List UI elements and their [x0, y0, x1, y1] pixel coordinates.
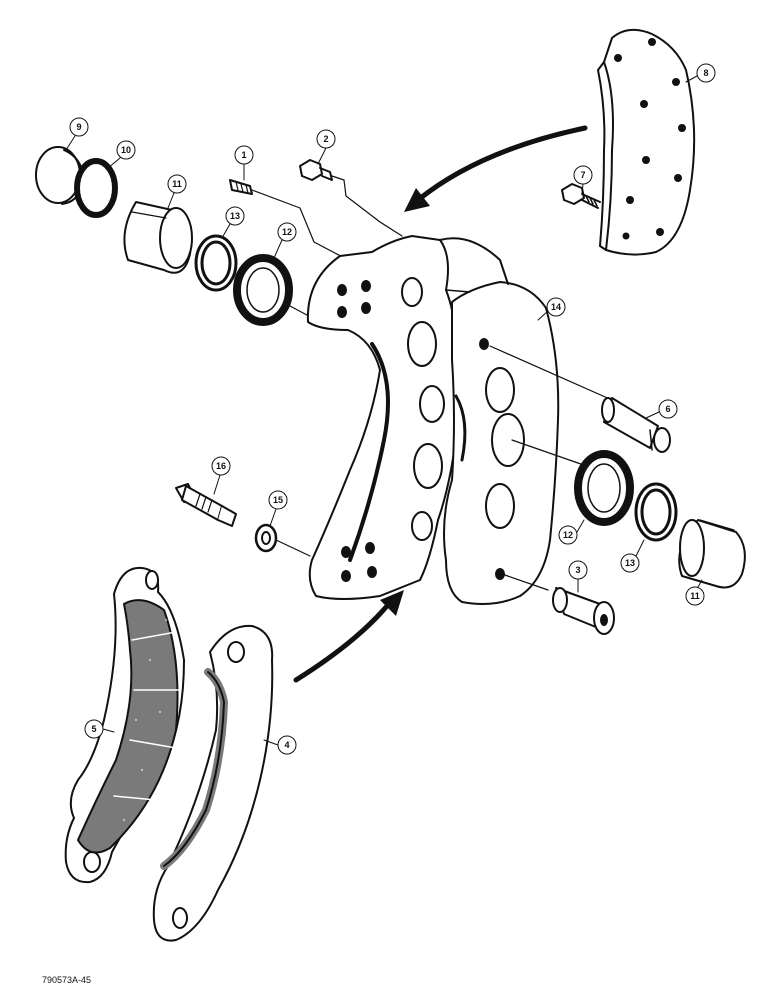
backup-ring-part-13-right [634, 482, 678, 542]
callout-label-3: 3 [575, 565, 580, 575]
callout-circle-12-left [277, 222, 297, 242]
callout-label-12-left: 12 [282, 227, 292, 237]
callout-label-15: 15 [273, 495, 283, 505]
callout-circle-9 [69, 117, 89, 137]
lining-plate-part-8 [597, 28, 696, 256]
callout-circle-12-right [558, 525, 578, 545]
callout-circle-15 [268, 490, 288, 510]
callout-label-7: 7 [580, 170, 585, 180]
callout-label-13-right: 13 [625, 558, 635, 568]
callout-circle-16 [211, 456, 231, 476]
callout-label-2: 2 [323, 134, 328, 144]
callout-label-5: 5 [91, 724, 96, 734]
callout-label-9: 9 [76, 122, 81, 132]
callout-circle-13-right [620, 553, 640, 573]
bushing-part-3 [552, 587, 615, 635]
pin-part-6 [601, 397, 671, 453]
callout-circle-10 [116, 140, 136, 160]
mounting-bolt-part-16 [175, 483, 237, 527]
callout-label-12-right: 12 [563, 530, 573, 540]
callout-circle-6 [658, 399, 678, 419]
backup-ring-part-13-left [194, 234, 238, 292]
callout-circle-8 [696, 63, 716, 83]
callout-label-1: 1 [241, 150, 246, 160]
pressure-plate-part-4 [152, 624, 274, 942]
callout-circle-11-left [167, 174, 187, 194]
seal-part-12-right [574, 450, 634, 526]
callout-label-10: 10 [121, 145, 131, 155]
callout-label-11-right: 11 [690, 591, 700, 601]
callout-circle-13-left [225, 206, 245, 226]
callout-circle-11-right [685, 586, 705, 606]
seal-part-12-left [233, 254, 293, 326]
o-ring-part-10 [74, 158, 118, 218]
figure-id-label: 790573A-45 [42, 975, 92, 985]
piston-part-11-right [678, 519, 746, 589]
callout-label-6: 6 [665, 404, 670, 414]
caliper-housing-part-14 [275, 235, 613, 605]
callout-label-4: 4 [284, 740, 289, 750]
callout-label-16: 16 [216, 461, 226, 471]
piston-part-11-left [123, 201, 193, 274]
callout-label-14: 14 [551, 302, 561, 312]
brake-pad-part-5 [64, 566, 185, 884]
callout-label-8: 8 [703, 68, 708, 78]
assembly-direction-arrows [293, 125, 588, 683]
callout-label-13-left: 13 [230, 211, 240, 221]
bolt-part-7 [561, 183, 601, 209]
bleeder-screw-part-1 [229, 179, 353, 263]
callout-circle-14 [546, 297, 566, 317]
bolt-part-2 [299, 159, 403, 237]
washer-part-15 [254, 523, 278, 553]
callout-label-11-left: 11 [172, 179, 182, 189]
